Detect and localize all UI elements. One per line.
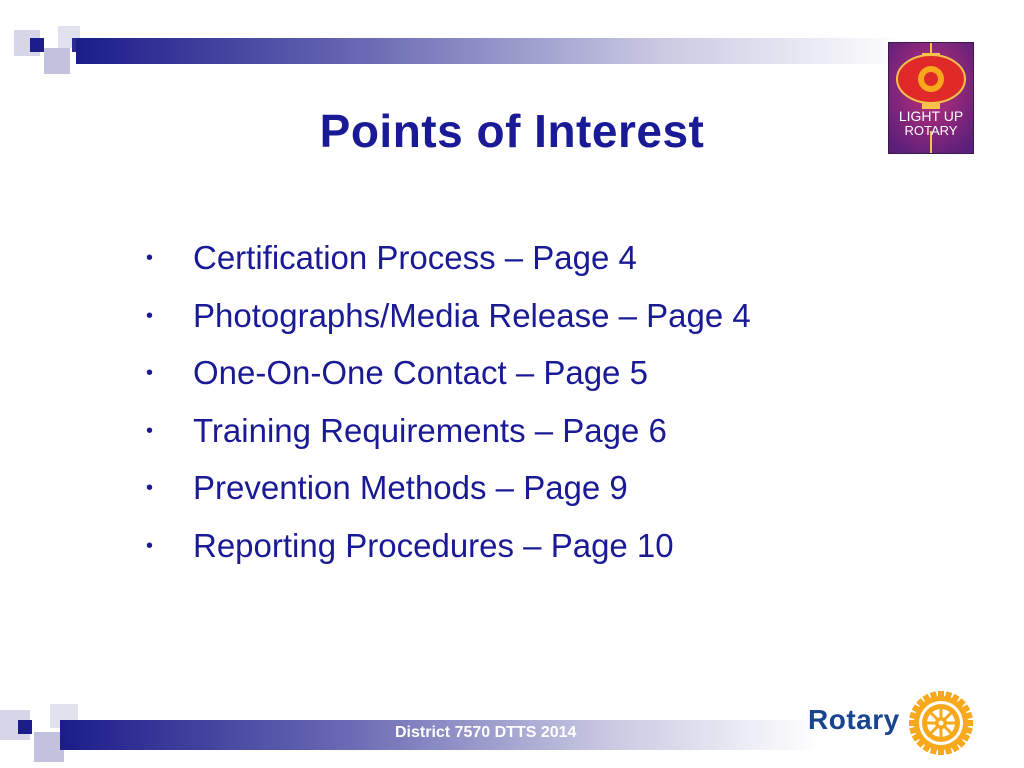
list-item: • One-On-One Contact – Page 5 [146, 351, 906, 409]
bullet-text: Prevention Methods – Page 9 [193, 469, 628, 506]
bullet-text: Training Requirements – Page 6 [193, 411, 667, 449]
list-item: • Training Requirements – Page 6 [146, 409, 906, 467]
rotary-wheel-icon [909, 691, 973, 755]
footer-band [60, 720, 820, 750]
list-item: • Photographs/Media Release – Page 4 [146, 294, 906, 352]
bullet-icon: • [146, 247, 154, 269]
footer-text: District 7570 DTTS 2014 [395, 724, 577, 741]
slide-title: Points of Interest [319, 105, 705, 157]
list-item: • Certification Process – Page 4 [146, 236, 906, 294]
bullet-text: Certification Process – Page 4 [193, 239, 637, 276]
bullet-text: Reporting Procedures – Page 10 [193, 526, 674, 564]
rotary-wordmark: Rotary [808, 704, 900, 735]
bullet-icon: • [146, 534, 154, 557]
bullet-list: • Certification Process – Page 4 • Photo… [146, 236, 906, 581]
bullet-icon: • [146, 304, 154, 327]
list-item: • Prevention Methods – Page 9 [146, 466, 906, 524]
badge-text-line1: LIGHT UP [899, 108, 963, 124]
bullet-icon: • [146, 419, 154, 442]
light-up-rotary-logo: LIGHT UP ROTARY [888, 42, 974, 154]
header-band [76, 38, 906, 64]
bullet-icon: • [146, 477, 154, 499]
list-item: • Reporting Procedures – Page 10 [146, 524, 906, 582]
bullet-text: Photographs/Media Release – Page 4 [193, 296, 751, 334]
bullet-text: One-On-One Contact – Page 5 [193, 354, 648, 391]
badge-text-line2: ROTARY [905, 123, 958, 138]
bullet-icon: • [146, 362, 154, 384]
